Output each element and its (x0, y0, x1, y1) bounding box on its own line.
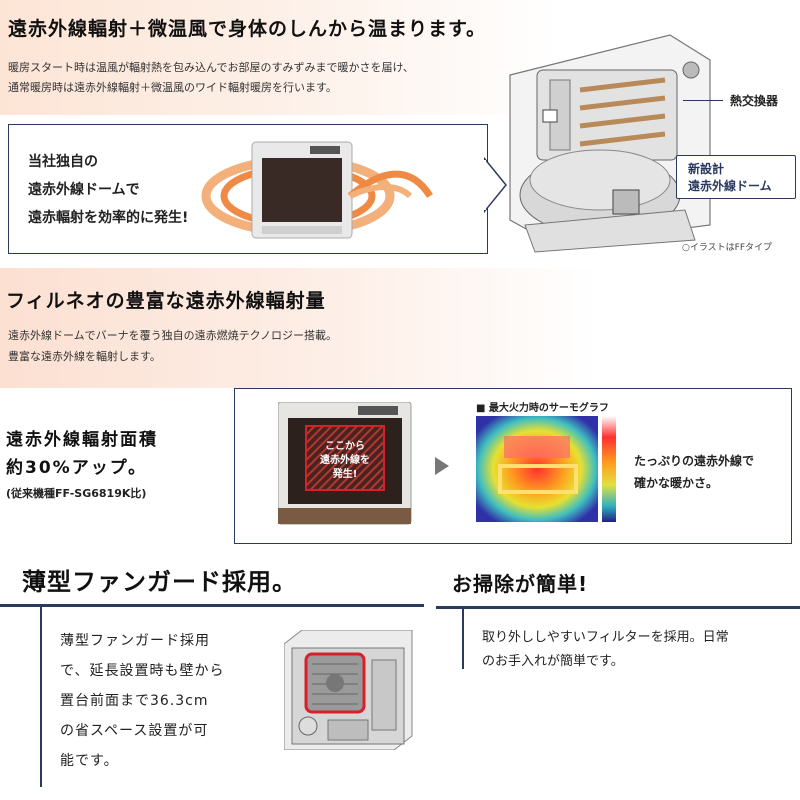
heat-exchanger-leader (683, 100, 723, 101)
thermo-desc-2: 確かな暖かさ。 (634, 476, 719, 490)
thermograph-image (476, 416, 616, 522)
illustration-note: ○イラストはFFタイプ (682, 243, 773, 253)
section3-title: 薄型ファンガード採用。 (22, 568, 297, 596)
callout-box (8, 124, 488, 254)
section3-vertical-rule (40, 607, 42, 787)
section4-rule (436, 606, 800, 609)
section4-body-2: のお手入れが簡単です。 (482, 654, 624, 669)
area-note: (従来機種FF-SG6819K比) (6, 487, 147, 500)
section4-title: お掃除が簡単! (452, 572, 589, 596)
callout-text-2: 遠赤外線ドームで (28, 182, 140, 198)
new-dome-label-box (676, 155, 796, 199)
badge-text-1: ここから (325, 441, 365, 452)
section1-desc-1: 暖房スタート時は温風が輻射熱を包み込んでお部屋のすみずみまで暖かさを届け、 (8, 61, 414, 74)
thermo-desc-1: たっぷりの遠赤外線で (634, 454, 755, 468)
heater-heatwave-illustration (201, 141, 433, 239)
area-text-2: 約30%アップ。 (6, 458, 148, 478)
section2-title: フィルネオの豊富な遠赤外線輻射量 (6, 290, 326, 312)
section1-title: 遠赤外線輻射＋微温風で身体のしんから温まります。 (8, 18, 487, 40)
new-dome-label-2: 遠赤外線ドーム (688, 179, 772, 193)
new-dome-label-1: 新設計 (688, 162, 725, 176)
section3-body-3: 置台前面まで36.3cm (60, 693, 209, 709)
heater-front-illustration (278, 402, 412, 525)
section4-body-1: 取り外ししやすいフィルターを採用。日常 (482, 630, 729, 645)
section3-body-2: で、延長設置時も壁から (60, 663, 225, 679)
callout-text-1: 当社独自の (28, 154, 98, 170)
section3-body-4: の省スペース設置が可 (60, 723, 209, 739)
area-text-1: 遠赤外線輻射面積 (6, 430, 158, 450)
section3-body-5: 能です。 (60, 753, 119, 769)
heat-exchanger-illustration (509, 34, 711, 253)
badge-text-2: 遠赤外線を (320, 455, 370, 466)
arrow-right-icon (435, 457, 449, 475)
heat-exchanger-label: 熱交換器 (730, 94, 779, 108)
badge-text-3: 発生! (332, 469, 358, 480)
thermo-label: ■ 最大火力時のサーモグラフ (476, 403, 609, 414)
section2-desc-1: 遠赤外線ドームでバーナを覆う独自の遠赤燃焼テクノロジー搭載。 (8, 329, 338, 342)
callout-pointer (484, 156, 507, 214)
callout-text-3: 遠赤輻射を効率的に発生! (28, 210, 189, 226)
fan-guard-illustration (284, 630, 413, 750)
section2-desc-2: 豊富な遠赤外線を輻射します。 (8, 350, 161, 363)
section2-gradient-band (0, 268, 800, 388)
section4-vertical-rule (462, 609, 464, 669)
section3-body-1: 薄型ファンガード採用 (60, 633, 210, 649)
section1-desc-2: 通常暖房時は遠赤外線輻射＋微温風のワイド輻射暖房を行います。 (8, 81, 337, 94)
section3-rule (0, 604, 424, 607)
